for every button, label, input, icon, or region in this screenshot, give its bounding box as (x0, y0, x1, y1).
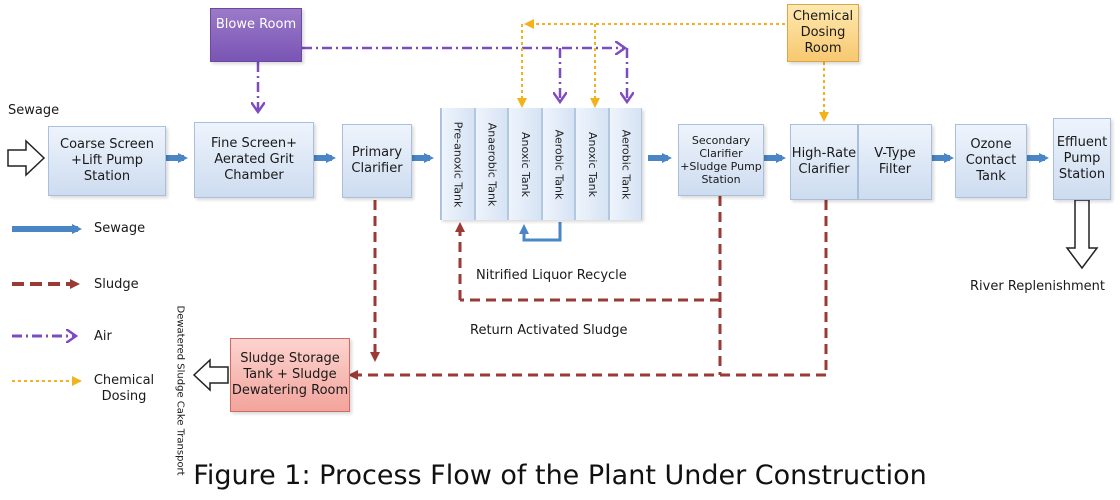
legend-symbols (12, 224, 82, 386)
blower-room-box: Blowe Room (210, 8, 302, 62)
ozone-contact-tank-box: Ozone Contact Tank (955, 124, 1027, 198)
legend-sewage-label: Sewage (94, 221, 146, 236)
river-output-arrow (1065, 199, 1099, 270)
internal-loop (519, 222, 562, 242)
air-lines (258, 48, 627, 112)
effluent-pump-station-box: Effluent Pump Station (1053, 118, 1111, 200)
sewage-input-label: Sewage (8, 103, 60, 118)
tank-anoxic-2: Anoxic Tank (575, 108, 609, 220)
tank-aerobic-2: Aerobic Tank (609, 108, 642, 220)
sludge-lines (348, 196, 828, 380)
high-rate-clarifier-box: High-Rate Clarifier (790, 124, 858, 200)
tank-label: Aerobic Tank (552, 129, 565, 199)
legend-sludge-label: Sludge (94, 277, 139, 292)
process-flow-diagram: Sewage River Replenishment Coarse Screen… (7, 4, 1111, 476)
tank-label: Anoxic Tank (585, 131, 599, 197)
legend-air-label: Air (94, 329, 112, 344)
sludge-storage-box: Sludge Storage Tank + Sludge Dewatering … (230, 338, 350, 412)
tank-label: Anaerobic Tank (485, 122, 498, 206)
tank-pre-anoxic: Pre-anoxic Tank (441, 108, 475, 220)
coarse-screen-box: Coarse Screen +Lift Pump Station (48, 126, 166, 196)
tank-aerobic-1: Aerobic Tank (542, 108, 575, 220)
chemical-dosing-room-box: Chemical Dosing Room (787, 4, 859, 62)
figure-caption: Figure 1: Process Flow of the Plant Unde… (193, 460, 927, 491)
sewage-input-arrow (7, 139, 46, 177)
nitrified-liquor-recycle-label: Nitrified Liquor Recycle (476, 268, 627, 283)
flow-lines (7, 19, 1099, 392)
tank-label: Pre-anoxic Tank (451, 121, 465, 207)
sludge-cake-arrow (192, 358, 229, 392)
river-replenishment-label: River Replenishment (970, 279, 1105, 294)
primary-clarifier-box: Primary Clarifier (342, 124, 412, 198)
secondary-clarifier-box: Secondary Clarifier +Sludge Pump Station (678, 124, 764, 196)
v-type-filter-box: V-Type Filter (858, 124, 932, 200)
legend-chemical-label: Chemical Dosing (93, 373, 155, 404)
tank-label: Aerobic Tank (619, 129, 632, 199)
return-activated-sludge-label: Return Activated Sludge (470, 323, 628, 338)
fine-screen-box: Fine Screen+ Aerated Grit Chamber (194, 122, 314, 198)
tank-label: Anoxic Tank (518, 131, 532, 197)
chemical-lines (517, 19, 829, 122)
tank-anoxic-1: Anoxic Tank (508, 108, 542, 220)
tank-anaerobic: Anaerobic Tank (475, 108, 508, 220)
dewatered-sludge-label: Dewatered Sludge Cake Transport (174, 305, 186, 476)
